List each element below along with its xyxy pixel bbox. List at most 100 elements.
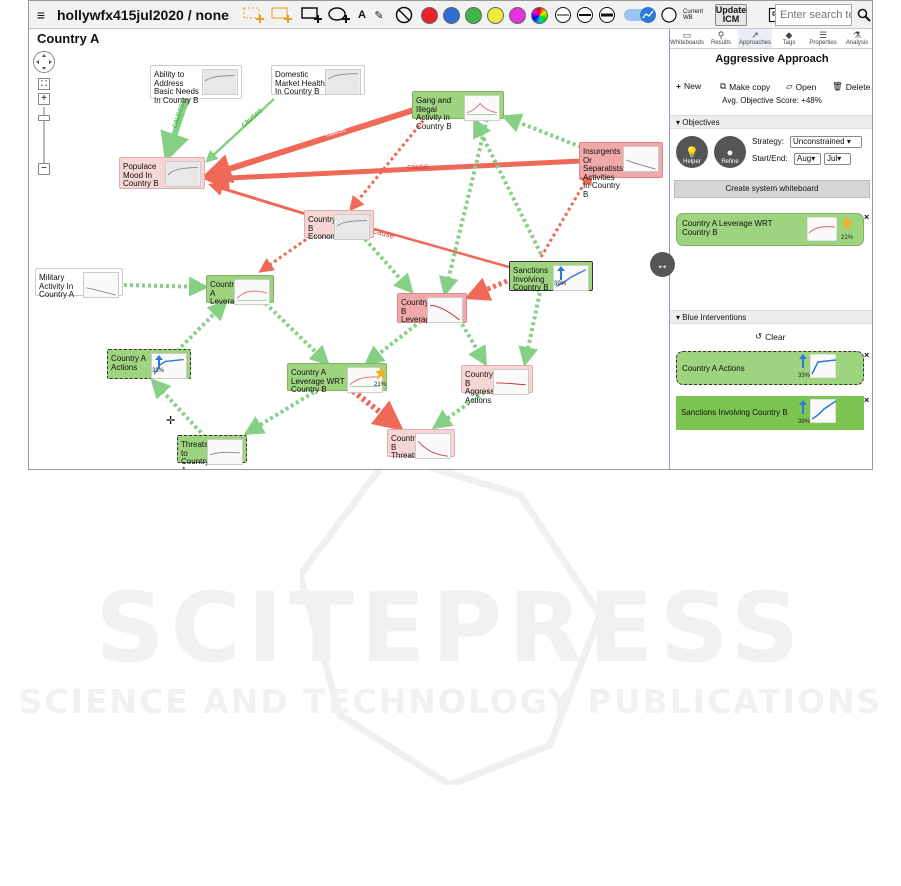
edge-insurgents-populace xyxy=(204,158,582,191)
toolbar: ≡ hollywfx415jul2020 / none A ✎ xyxy=(29,1,872,29)
remove-intervention-icon[interactable]: × xyxy=(864,350,870,360)
node-gang[interactable]: Gang and Illegal Activity in Country B xyxy=(412,91,504,130)
pan-control[interactable] xyxy=(33,51,55,73)
node-label: Country A Leverage WRT Country B xyxy=(291,368,345,394)
tab-results[interactable]: ⚲Results xyxy=(704,29,738,48)
color-yellow[interactable] xyxy=(485,4,505,26)
update-icm-button[interactable]: Update ICM xyxy=(715,4,747,26)
tab-whiteboards[interactable]: ▭Whiteboards xyxy=(670,30,704,46)
node-leverage-b[interactable]: Country B Leverage xyxy=(397,293,467,324)
edge-gang-economy xyxy=(349,115,429,212)
node-leverage-wrt[interactable]: Country A Leverage WRT Country B xyxy=(287,363,387,394)
edge-economy-leverage-a xyxy=(258,234,312,273)
current-wb-radio[interactable] xyxy=(661,4,677,26)
node-economy[interactable]: Country B Economy xyxy=(304,210,374,241)
line-thin-icon[interactable] xyxy=(553,4,573,26)
edge-leverage-b-leverage-wrt xyxy=(363,319,423,366)
tab-properties[interactable]: ☰Properties xyxy=(806,29,840,48)
color-palette-icon[interactable] xyxy=(529,4,549,26)
zoom-handle[interactable] xyxy=(38,115,50,121)
node-sanctions[interactable]: Sanctions Involving Country B xyxy=(509,261,593,292)
search-icon[interactable] xyxy=(856,4,872,26)
user-icon: ● xyxy=(726,147,734,159)
open-button[interactable]: ▱Open xyxy=(786,81,817,92)
fit-view-icon[interactable]: ⛶ xyxy=(38,78,50,90)
sparkline xyxy=(493,369,529,395)
whiteboard-canvas[interactable]: Country A ⛶ + − Ability to Address Basic… xyxy=(29,29,669,469)
add-node-icon[interactable] xyxy=(241,4,265,26)
edge-threats-a-actions-a xyxy=(150,378,207,439)
remove-objective-icon[interactable]: × xyxy=(864,212,870,222)
edge-aggressive-b-threats-b xyxy=(431,387,491,430)
add-box-icon[interactable] xyxy=(299,4,323,26)
no-icon[interactable] xyxy=(394,4,414,26)
tab-analysis[interactable]: ⚗Analysis xyxy=(840,29,872,48)
remove-intervention-icon[interactable]: × xyxy=(864,395,870,405)
node-military[interactable]: Military Activity In Country A xyxy=(35,268,123,299)
make-copy-button[interactable]: ⧉Make copy xyxy=(720,81,771,92)
color-blue[interactable] xyxy=(441,4,461,26)
sparkline xyxy=(810,354,836,378)
node-domestic[interactable]: Domestic Market Health In Country B xyxy=(271,65,365,96)
line-thick-icon[interactable] xyxy=(597,4,617,26)
start-select[interactable]: Aug▾ xyxy=(794,153,821,165)
hamburger-icon[interactable]: ≡ xyxy=(36,7,46,23)
card-label: Sanctions Involving Country B xyxy=(681,408,788,417)
sparkline xyxy=(807,217,837,241)
strategy-select[interactable]: Unconstrained ▾ xyxy=(790,136,862,148)
node-ability[interactable]: Ability to Address Basic Needs In Countr… xyxy=(150,65,242,104)
card-label: Country A Actions xyxy=(682,364,745,373)
edge-insurgents-gang xyxy=(501,113,582,149)
node-label: Military Activity In Country A xyxy=(39,273,75,299)
delete-button[interactable]: 🗑Delete xyxy=(832,81,871,92)
node-label: Country B Leverage xyxy=(401,298,427,324)
chart-toggle[interactable] xyxy=(624,4,658,26)
create-system-whiteboard-button[interactable]: Create system whiteboard xyxy=(674,180,870,198)
new-button[interactable]: +New xyxy=(676,81,701,91)
line-medium-icon[interactable] xyxy=(575,4,595,26)
refine-button[interactable]: ●Refine xyxy=(714,136,746,168)
add-node-outline-icon[interactable] xyxy=(269,4,293,26)
color-green[interactable] xyxy=(463,4,483,26)
edge-gang-populace xyxy=(201,106,418,183)
card-label: Country A Leverage WRT Country B xyxy=(682,219,773,237)
edge-leverage-wrt-threats-b xyxy=(351,388,404,431)
helper-button[interactable]: 💡Helper xyxy=(676,136,708,168)
node-leverage-a[interactable]: Country A Leverage xyxy=(206,275,274,306)
approach-title: Aggressive Approach xyxy=(715,53,829,65)
node-insurgents[interactable]: Insurgents Or Separatists Activities In … xyxy=(579,142,663,198)
node-label: Sanctions Involving Country B xyxy=(513,266,549,292)
sparkline xyxy=(325,69,361,95)
sparkline xyxy=(165,161,201,187)
card-pct: 21% xyxy=(841,235,854,241)
color-magenta[interactable] xyxy=(507,4,527,26)
node-threats-a[interactable]: Threats to Country A xyxy=(177,435,247,469)
clear-button[interactable]: ↺Clear xyxy=(755,331,786,342)
objectives-header[interactable]: ▾ Objectives xyxy=(670,115,872,129)
watermark-emblem xyxy=(296,450,610,790)
tab-tags[interactable]: ◆Tags xyxy=(772,29,806,48)
blue-interventions-header[interactable]: ▾ Blue Interventions xyxy=(670,310,872,324)
sparkline xyxy=(202,69,238,95)
node-actions-a[interactable]: Country A Actions xyxy=(107,349,191,379)
cursor-icon: ✛ xyxy=(166,415,176,427)
zoom-in-icon[interactable]: + xyxy=(38,93,50,105)
node-aggressive-b[interactable]: Country B Aggressive Actions xyxy=(461,365,533,404)
end-select[interactable]: Jul▾ xyxy=(824,153,851,165)
node-threats-b[interactable]: Country B Threats xyxy=(387,429,455,460)
pencil-icon[interactable]: ✎ xyxy=(374,9,384,22)
edge-economy-leverage-b xyxy=(363,237,414,294)
zoom-out-icon[interactable]: − xyxy=(38,163,50,175)
text-icon[interactable]: A xyxy=(358,9,366,21)
sparkline xyxy=(810,399,836,423)
node-populace[interactable]: Populace Mood In Country B xyxy=(119,157,205,189)
add-cloud-icon[interactable] xyxy=(327,4,351,26)
search-input[interactable] xyxy=(775,4,852,26)
tab-approaches[interactable]: ↗Approaches xyxy=(738,29,772,48)
color-red[interactable] xyxy=(419,4,439,26)
intervention-arrow-icon xyxy=(556,265,566,286)
resize-handle-icon[interactable]: ↔ xyxy=(650,252,675,277)
sparkline xyxy=(83,272,119,298)
node-pct: 39% xyxy=(554,281,567,287)
current-wb-label: Current WB xyxy=(682,8,703,22)
